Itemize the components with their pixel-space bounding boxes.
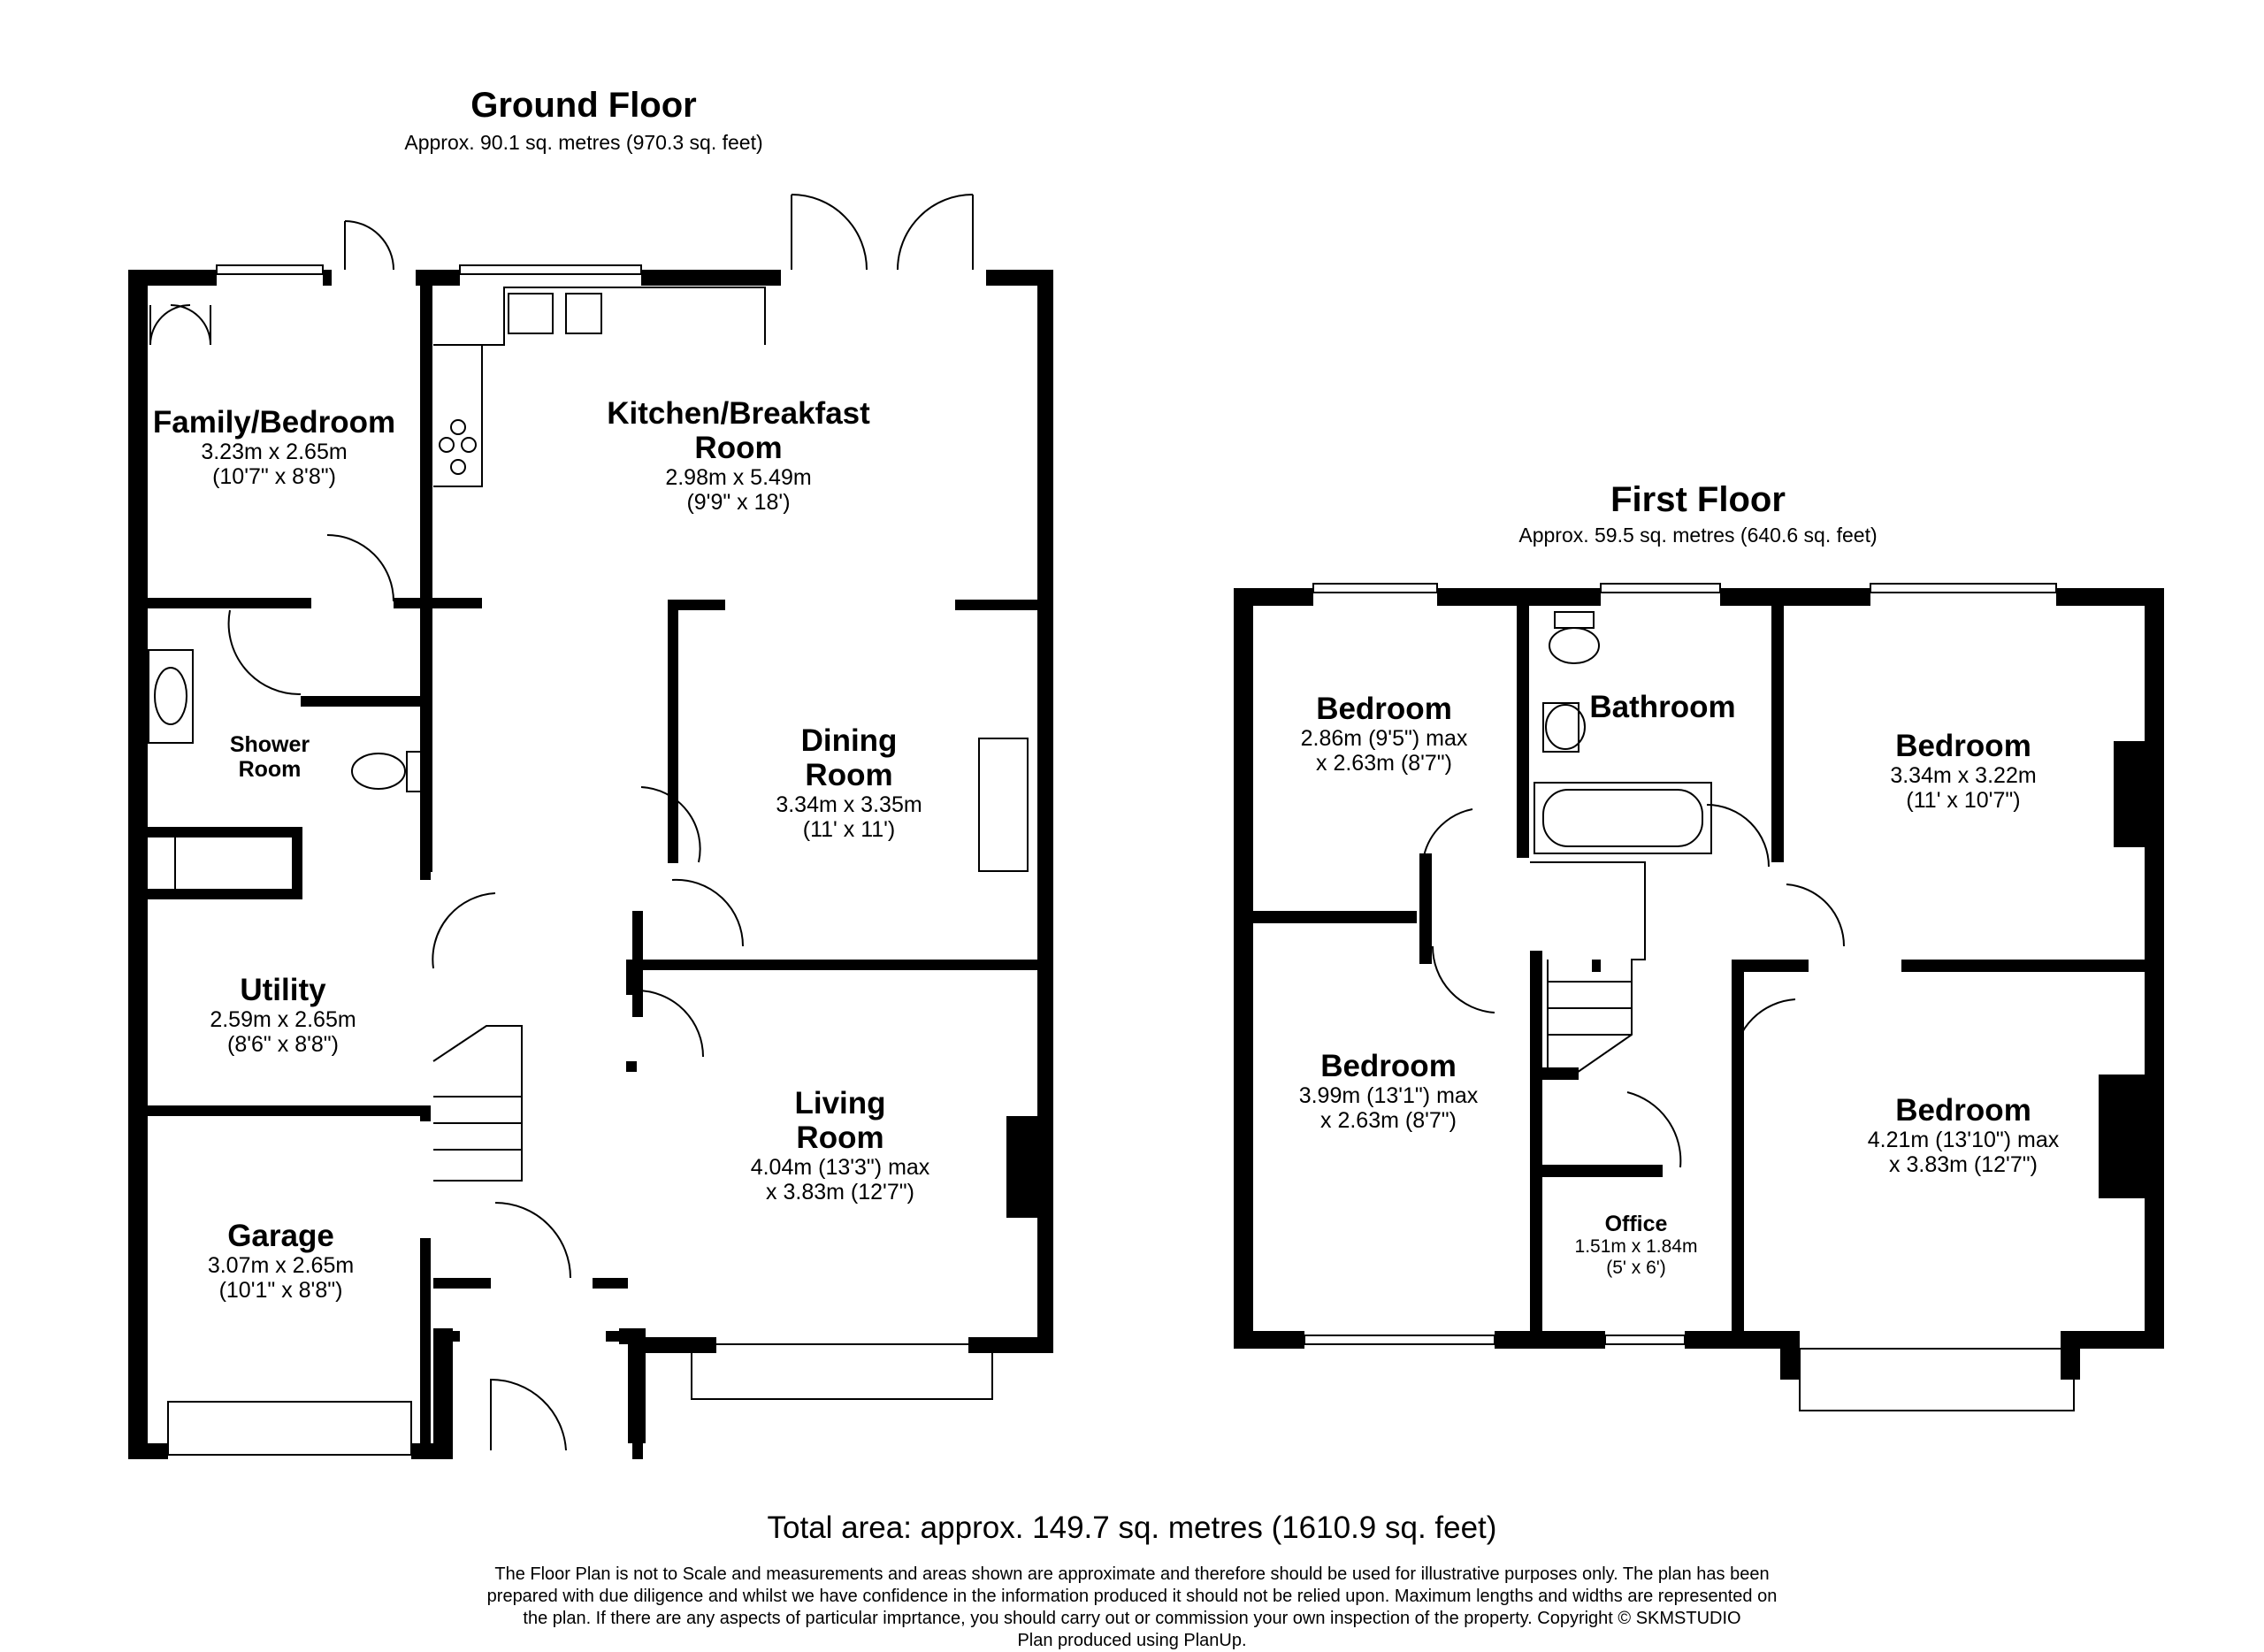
- room-name: Office: [1604, 1212, 1668, 1236]
- room-dimensions-imperial: (11' x 10'7"): [1906, 788, 2021, 814]
- room-dimensions: 3.07m x 2.65m: [207, 1253, 355, 1279]
- room-dimensions: 2.86m (9'5") max: [1300, 726, 1468, 752]
- total-area: Total area: approx. 149.7 sq. metres (16…: [767, 1511, 1497, 1545]
- room-dimensions-imperial: (5' x 6'): [1606, 1257, 1666, 1278]
- ground-floor-area: Approx. 90.1 sq. metres (970.3 sq. feet): [404, 131, 763, 154]
- room-name-line2: Room: [238, 757, 302, 782]
- room-name: Utility: [240, 973, 326, 1007]
- first-floor-fixtures: [1304, 583, 2075, 1411]
- room-dimensions-imperial: (10'7" x 8'8"): [212, 464, 336, 490]
- room-name: Dining: [800, 723, 898, 758]
- room-name: Bedroom: [1895, 729, 2031, 763]
- room-name: Family/Bedroom: [152, 405, 396, 440]
- room-office: Office 1.51m x 1.84m (5' x 6'): [1543, 1212, 1729, 1278]
- room-shower: Shower Room: [203, 732, 336, 782]
- room-kitchen-breakfast: Kitchen/Breakfast Room 2.98m x 5.49m (9'…: [562, 396, 915, 515]
- room-name-line2: Room: [694, 431, 783, 466]
- room-dimensions-imperial: x 2.63m (8'7"): [1316, 751, 1452, 776]
- disclaimer-line: the plan. If there are any aspects of pa…: [523, 1609, 1741, 1628]
- room-name: Bathroom: [1589, 690, 1736, 724]
- room-dimensions: 3.34m x 3.35m: [776, 792, 922, 818]
- room-name-line2: Room: [805, 758, 893, 793]
- room-name-line2: Room: [796, 1120, 884, 1156]
- room-bedroom-top-left: Bedroom 2.86m (9'5") max x 2.63m (8'7"): [1256, 692, 1512, 776]
- room-dimensions-imperial: (9'9" x 18'): [686, 490, 791, 516]
- room-dimensions-imperial: (8'6" x 8'8"): [227, 1032, 339, 1058]
- first-floor-area: Approx. 59.5 sq. metres (640.6 sq. feet): [1518, 524, 1878, 547]
- room-name: Bedroom: [1316, 692, 1452, 726]
- room-dimensions: 1.51m x 1.84m: [1574, 1236, 1698, 1257]
- room-dimensions-imperial: x 3.83m (12'7"): [1889, 1152, 2038, 1178]
- room-name: Bedroom: [1895, 1093, 2031, 1128]
- room-utility: Utility 2.59m x 2.65m (8'6" x 8'8"): [150, 973, 416, 1057]
- room-living: Living Room 4.04m (13'3") max x 3.83m (1…: [699, 1086, 982, 1205]
- room-bedroom-bottom-right: Bedroom 4.21m (13'10") max x 3.83m (12'7…: [1813, 1093, 2114, 1177]
- room-dimensions-imperial: (10'1" x 8'8"): [218, 1278, 343, 1304]
- room-dimensions: 2.59m x 2.65m: [210, 1007, 356, 1033]
- room-dimensions-imperial: x 3.83m (12'7"): [766, 1180, 914, 1205]
- room-dimensions-imperial: x 2.63m (8'7"): [1320, 1108, 1457, 1134]
- room-dimensions: 2.98m x 5.49m: [665, 465, 812, 491]
- room-dimensions: 3.23m x 2.65m: [201, 440, 348, 465]
- first-floor-walls: [1234, 588, 2164, 1380]
- room-dimensions: 4.21m (13'10") max: [1867, 1128, 2060, 1153]
- room-name: Shower: [229, 732, 310, 757]
- ground-floor-walls: [128, 270, 1053, 1459]
- disclaimer: The Floor Plan is not to Scale and measu…: [380, 1564, 1884, 1652]
- room-dimensions: 4.04m (13'3") max: [750, 1155, 930, 1181]
- ground-floor-title: Ground Floor: [470, 86, 697, 125]
- room-bedroom-bottom-left: Bedroom 3.99m (13'1") max x 2.63m (8'7"): [1256, 1049, 1521, 1133]
- first-floor-title: First Floor: [1610, 480, 1786, 519]
- room-name: Bedroom: [1320, 1049, 1457, 1083]
- room-bedroom-top-right: Bedroom 3.34m x 3.22m (11' x 10'7"): [1822, 729, 2105, 813]
- room-dimensions: 3.99m (13'1") max: [1298, 1083, 1479, 1109]
- ground-floor-fixtures: [132, 194, 1029, 1456]
- room-dimensions-imperial: (11' x 11'): [802, 817, 896, 843]
- room-name: Living: [794, 1086, 886, 1120]
- room-dining: Dining Room 3.34m x 3.35m (11' x 11'): [721, 723, 977, 842]
- room-bathroom: Bathroom: [1574, 690, 1751, 724]
- room-dimensions: 3.34m x 3.22m: [1890, 763, 2037, 789]
- disclaimer-line: The Floor Plan is not to Scale and measu…: [494, 1564, 1770, 1584]
- disclaimer-line: prepared with due diligence and whilst w…: [486, 1587, 1778, 1606]
- room-garage: Garage 3.07m x 2.65m (10'1" x 8'8"): [146, 1219, 416, 1303]
- room-name: Garage: [227, 1219, 334, 1253]
- room-name: Kitchen/Breakfast: [607, 396, 870, 431]
- disclaimer-line: Plan produced using PlanUp.: [1017, 1631, 1247, 1650]
- room-family-bedroom: Family/Bedroom 3.23m x 2.65m (10'7" x 8'…: [142, 405, 407, 489]
